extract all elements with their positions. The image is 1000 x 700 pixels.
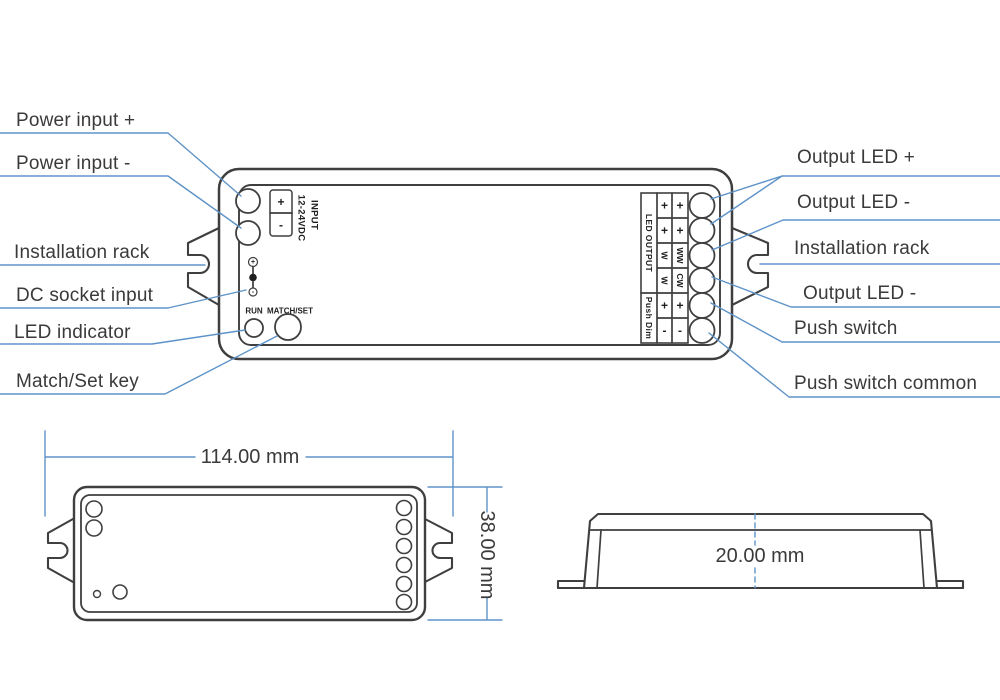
front-output-terminal-6 — [395, 593, 413, 611]
input-minus-sign: - — [279, 218, 283, 232]
label-installation-rack-left: Installation rack — [14, 242, 150, 263]
side-view: 20.00 mm — [556, 512, 965, 590]
label-power-input-minus: Power input - — [16, 153, 131, 174]
leader-output-led-minus-2 — [711, 276, 1000, 308]
width-dimension-text: 114.00 mm — [201, 446, 300, 468]
front-left-tab — [46, 517, 75, 584]
label-installation-rack-right: Installation rack — [794, 238, 930, 259]
table-cell: W — [660, 276, 670, 285]
side-right-foot — [935, 579, 965, 590]
label-push-switch: Push switch — [794, 318, 898, 339]
power-terminal-plus — [235, 188, 261, 214]
led-output-group-label: LED OUTPUT — [644, 214, 654, 273]
front-top-face — [80, 494, 418, 613]
front-output-terminal-4 — [395, 556, 413, 574]
label-match-set-key: Match/Set key — [16, 371, 139, 392]
front-right-tab — [423, 517, 454, 584]
side-left-foot — [556, 579, 586, 590]
push-dim-group-label: Push Dim — [644, 297, 654, 339]
label-output-led-plus: Output LED + — [797, 147, 915, 168]
table-cell: + — [661, 199, 668, 213]
dc-polarity-minus-ring — [248, 287, 258, 297]
top-view: + - 12-24VDC INPUT + - RUN MATCH/SET LED… — [0, 110, 1000, 398]
input-voltage-label: 12-24VDC — [296, 195, 307, 242]
table-cell: - — [663, 324, 667, 338]
dc-polarity-plus-sign: + — [251, 259, 255, 266]
front-power-terminal-1 — [85, 500, 103, 518]
callout-labels: Power input + Power input - Installation… — [14, 110, 977, 394]
output-terminals — [688, 192, 716, 344]
match-set-label: MATCH/SET — [267, 307, 313, 316]
leader-dc-socket — [0, 289, 247, 309]
input-label: INPUT — [309, 200, 320, 230]
table-cell: + — [676, 199, 683, 213]
leader-push-switch-common — [708, 332, 1000, 398]
table-cell: + — [676, 224, 683, 238]
output-terminal-5 — [688, 292, 716, 319]
depth-dimension-text: 20.00 mm — [716, 545, 805, 567]
right-mounting-tab — [730, 226, 770, 307]
label-push-switch-common: Push switch common — [794, 373, 977, 394]
table-cell: WW — [675, 247, 685, 264]
front-view: 114.00 mm 38.00 mm — [44, 430, 503, 622]
leader-output-led-minus-1 — [711, 219, 1000, 251]
front-match-set-key — [112, 584, 128, 600]
output-terminal-1 — [688, 192, 716, 219]
dc-polarity-icon: + - — [247, 256, 259, 297]
output-terminal-2 — [688, 217, 716, 244]
dc-polarity-center-pin — [249, 273, 257, 282]
run-led-indicator — [244, 318, 264, 338]
device-top-face — [238, 184, 721, 346]
leader-output-led-plus — [710, 175, 1000, 225]
front-output-terminal-1 — [395, 499, 413, 517]
leader-led-indicator — [0, 329, 246, 345]
leader-power-input-minus — [0, 175, 242, 229]
label-output-led-minus-1: Output LED - — [797, 192, 910, 213]
callout-leader-lines — [0, 132, 1000, 398]
side-body-outline — [582, 512, 939, 590]
table-cell: + — [676, 299, 683, 313]
leader-push-switch — [710, 302, 1000, 343]
front-output-terminal-2 — [395, 518, 413, 536]
table-cell: CW — [675, 273, 685, 288]
height-dimension-lines — [427, 486, 503, 621]
leader-power-input-plus — [0, 132, 242, 197]
front-output-terminals — [395, 499, 413, 611]
front-output-terminal-5 — [395, 575, 413, 593]
output-terminal-3 — [688, 242, 716, 269]
output-terminal-table: LED OUTPUT Push Dim + + W W + - + + WW C… — [640, 192, 689, 344]
side-inner-walls — [596, 529, 925, 589]
label-dc-socket-input: DC socket input — [16, 285, 154, 306]
table-cell: + — [661, 224, 668, 238]
label-power-input-plus: Power input + — [16, 110, 135, 131]
label-led-indicator: LED indicator — [14, 322, 131, 343]
match-set-key — [274, 313, 302, 341]
output-terminal-6 — [688, 317, 716, 344]
run-label: RUN — [245, 307, 263, 316]
dc-polarity-minus-sign: - — [252, 289, 255, 296]
table-cell: W — [660, 251, 670, 260]
label-output-led-minus-2: Output LED - — [803, 283, 916, 304]
width-dimension-lines — [44, 430, 454, 517]
front-power-terminal-2 — [85, 519, 103, 537]
left-mounting-tab — [186, 226, 221, 307]
table-cell: + — [661, 299, 668, 313]
height-dimension-text: 38.00 mm — [476, 511, 498, 600]
power-terminal-minus — [235, 220, 261, 246]
leader-match-set-key — [0, 335, 278, 395]
table-cell: - — [678, 324, 682, 338]
front-run-led — [92, 589, 102, 599]
input-plus-sign: + — [277, 195, 284, 209]
output-table-grid — [640, 192, 689, 344]
output-terminal-4 — [688, 267, 716, 294]
front-output-terminal-3 — [395, 537, 413, 555]
